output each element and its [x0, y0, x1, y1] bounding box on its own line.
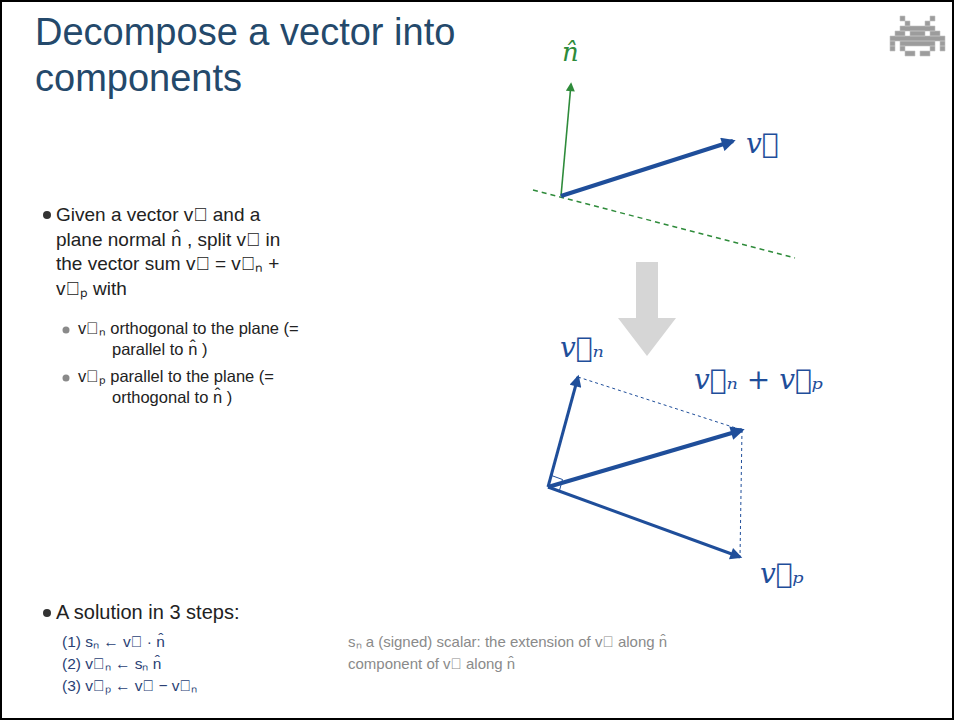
plane-component-arrow	[548, 487, 740, 557]
plane-line	[533, 190, 795, 258]
bullet-dot	[43, 211, 51, 219]
guide-line	[740, 430, 742, 557]
bullet-dot	[63, 375, 70, 382]
transition-arrow	[618, 262, 676, 356]
invader-icon	[890, 16, 945, 56]
sub-bullet-text: v⃗ₙ orthogonal to the plane (= parallel …	[78, 318, 318, 361]
sub-bullet-text: v⃗ₚ parallel to the plane (= orthogonal …	[78, 366, 300, 409]
vector-label: v⃗	[746, 126, 779, 161]
vector-arrow	[561, 141, 733, 196]
slide-title: Decompose a vector into components	[35, 10, 475, 101]
vector-label: v⃗ₙ	[560, 330, 604, 365]
step-formula: (2) v⃗ₙ ← sₙ n̂	[62, 654, 161, 673]
sum-arrow	[548, 430, 742, 487]
step-formula: (1) sₙ ← v⃗ · n̂	[62, 632, 165, 651]
bullet-dot	[63, 327, 70, 334]
normal-arrow	[561, 84, 571, 196]
step-formula: (3) v⃗ₚ ← v⃗ − v⃗ₙ	[62, 676, 197, 695]
vector-label: v⃗ₚ	[760, 556, 804, 591]
vector-label: v⃗ₙ + v⃗ₚ	[694, 362, 823, 397]
bullet-dot	[43, 609, 51, 617]
bullet-text: A solution in 3 steps:	[56, 600, 239, 625]
normal-label: n̂	[562, 36, 579, 69]
note-text: sₙ a (signed) scalar: the extension of v…	[348, 633, 667, 652]
note-text: component of v⃗ along n̂	[348, 655, 515, 674]
normal-component-arrow	[548, 377, 578, 487]
bullet-text: Given a vector v⃗ and a plane normal n̂ …	[56, 203, 301, 302]
